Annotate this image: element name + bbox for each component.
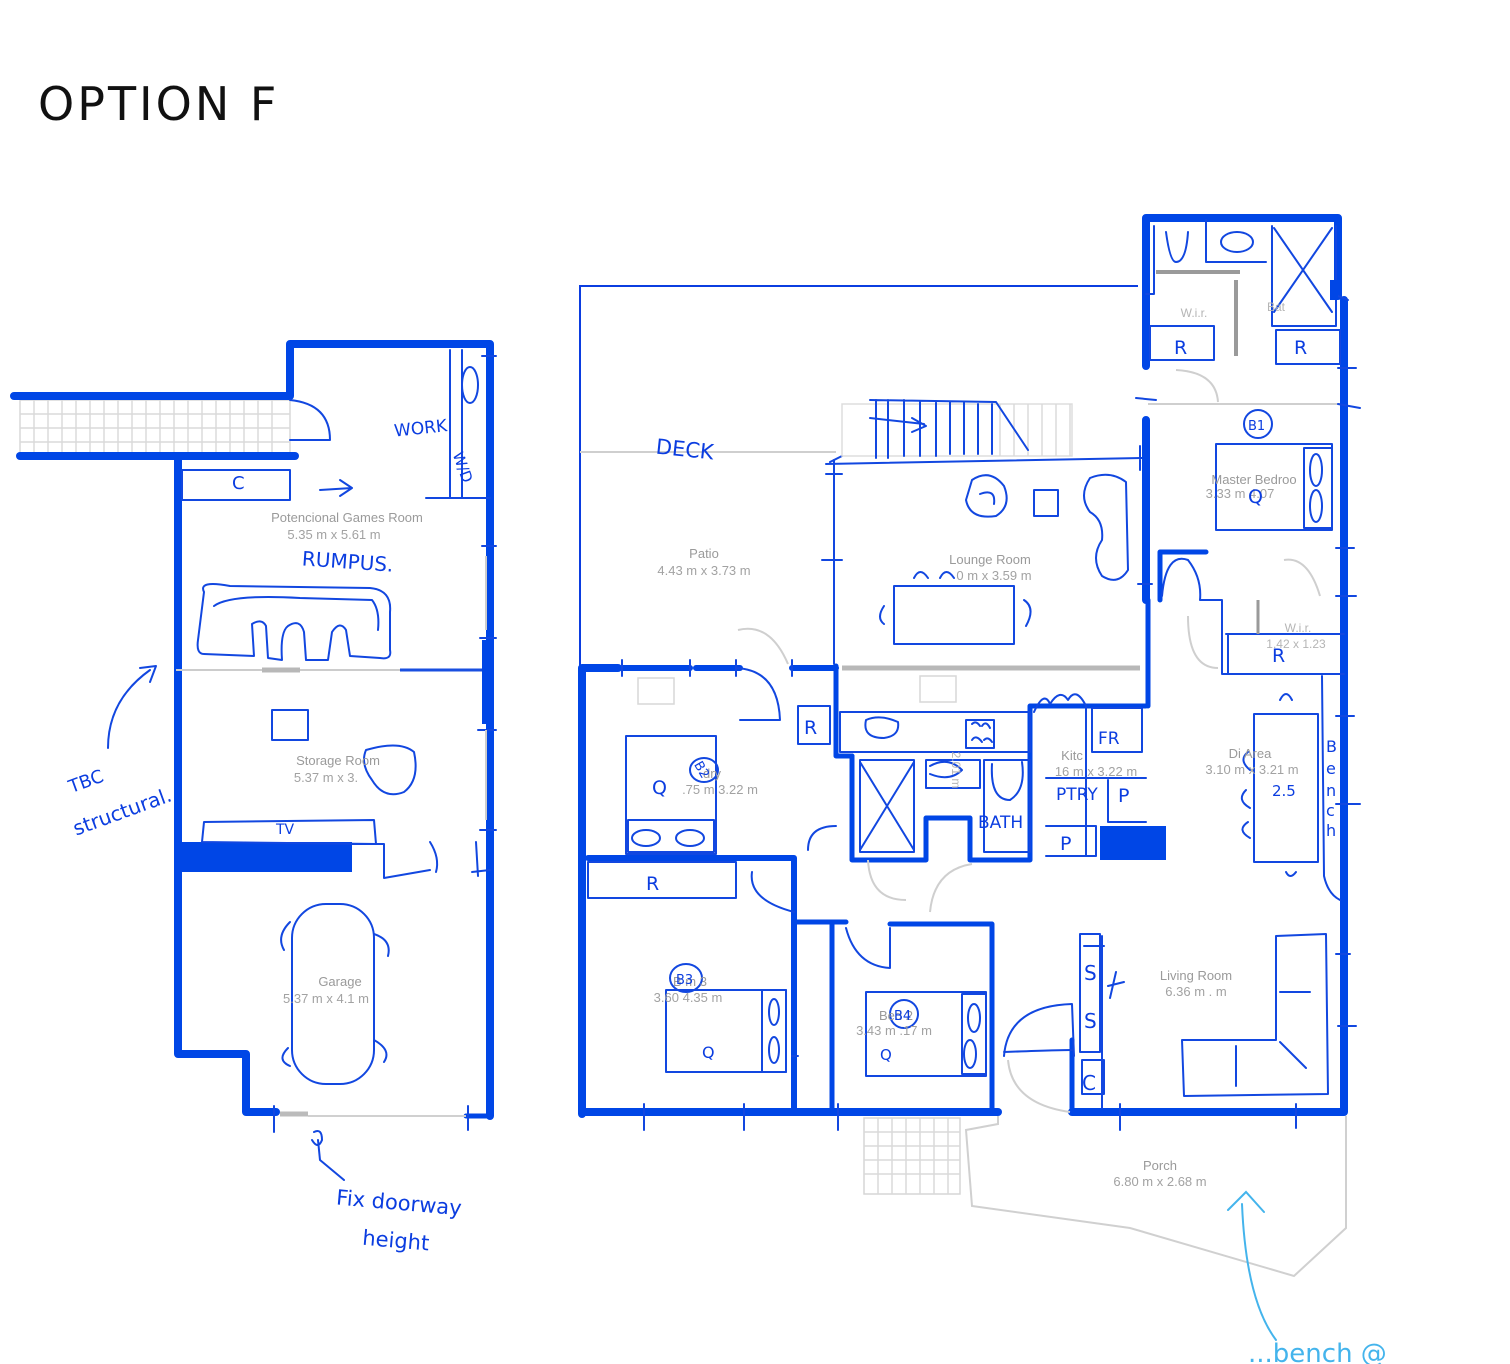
table-size-note: 2.5	[1272, 782, 1296, 800]
fix-doorway-line2: height	[361, 1226, 430, 1256]
master-dims: 3.33 m 4.07	[1206, 486, 1275, 501]
laundry-q: Q	[652, 777, 667, 799]
bedroom2-dims: 3.43 m .17 m	[856, 1023, 932, 1038]
dining-name: Di Area	[1229, 746, 1272, 761]
page-title: OPTION F	[38, 77, 279, 131]
robe-master: R	[1272, 645, 1285, 667]
laundry-dims: .75 m 3.22 m	[682, 782, 758, 797]
master-name: Master Bedroo	[1211, 472, 1296, 487]
storage-room-dims: 5.37 m x 3.	[294, 770, 358, 785]
s-note-1: S	[1084, 961, 1097, 985]
bath-note: BATH	[978, 813, 1023, 833]
robe-laundry: R	[804, 717, 817, 739]
robe-hall: R	[646, 873, 659, 895]
b2-note: B2	[690, 759, 712, 781]
bench-letter: B	[1326, 737, 1337, 756]
bedroom2-name: Bed 2	[879, 1008, 913, 1023]
wir-mid-dims: 1.42 x 1.23	[1266, 637, 1326, 651]
laundry-name: dry	[703, 766, 722, 781]
robe-top-left: R	[1174, 337, 1187, 359]
fix-doorway-line1: Fix doorway	[335, 1185, 462, 1220]
living-dims: 6.36 m . m	[1165, 984, 1226, 999]
b1-note: B1	[1248, 419, 1265, 434]
fridge-note: FR	[1098, 729, 1120, 749]
b4-note: B4	[894, 1009, 911, 1024]
b3-note: B3	[676, 973, 693, 988]
kitchen-name: Kitc	[1061, 748, 1083, 763]
s-note-2: S	[1084, 1009, 1097, 1033]
wir-mid-name: W.i.r.	[1285, 621, 1312, 635]
tbc-note-line1: TBC	[65, 766, 107, 798]
rumpus-note: RUMPUS.	[301, 546, 394, 576]
porch-dims: 6.80 m x 2.68 m	[1113, 1174, 1206, 1189]
storage-room-name: Storage Room	[296, 753, 380, 768]
p-note-2: P	[1060, 833, 1071, 855]
games-room-name: Potencional Games Room	[271, 510, 423, 525]
wir-top-name: W.i.r.	[1181, 306, 1208, 320]
bedroom3-dims: 3.60 4.35 m	[654, 990, 723, 1005]
garage-dims: 5.37 m x 4.1 m	[283, 991, 369, 1006]
bench-letter: n	[1326, 781, 1336, 800]
games-cupboard-c: C	[232, 473, 245, 494]
bedroom3-name: B m 3	[673, 974, 707, 989]
bottom-bench-note: ...bench @	[1248, 1339, 1387, 1364]
tv-note: TV	[275, 822, 295, 838]
c-note-living: C	[1082, 1071, 1096, 1095]
bath-top-name: Bat	[1267, 300, 1286, 314]
pantry-note: PTRY	[1056, 785, 1098, 805]
porch-name: Porch	[1143, 1158, 1177, 1173]
deck-note: DECK	[655, 435, 716, 465]
wd-note: W/D	[449, 449, 477, 485]
hall-dims: 2.01 m	[949, 752, 963, 789]
p-note-1: P	[1118, 785, 1129, 807]
living-name: Living Room	[1160, 968, 1232, 983]
bench-letter: h	[1326, 821, 1336, 840]
main-level-plan	[578, 214, 1361, 1341]
master-q: Q	[1248, 486, 1263, 508]
work-note: WORK	[393, 416, 449, 442]
lounge-name: Lounge Room	[949, 552, 1031, 567]
games-room-dims: 5.35 m x 5.61 m	[287, 527, 380, 542]
garage-name: Garage	[318, 974, 361, 989]
bench-note: B e n c h	[1326, 737, 1337, 840]
bed3-q: Q	[702, 1043, 715, 1062]
deck-stairs	[841, 399, 1073, 459]
lower-level-plan	[10, 340, 497, 1181]
bench-letter: c	[1326, 801, 1335, 820]
left-stairs	[19, 399, 291, 457]
dining-dims: 3.10 m x 3.21 m	[1205, 762, 1298, 777]
patio-name: Patio	[689, 546, 719, 561]
robe-top-right: R	[1294, 337, 1307, 359]
patio-dims: 4.43 m x 3.73 m	[657, 563, 750, 578]
bench-letter: e	[1326, 759, 1336, 778]
lounge-dims: 0 m x 3.59 m	[956, 568, 1031, 583]
kitchen-dims: 16 m x 3.22 m	[1055, 764, 1137, 779]
bed2-q: Q	[880, 1046, 892, 1064]
